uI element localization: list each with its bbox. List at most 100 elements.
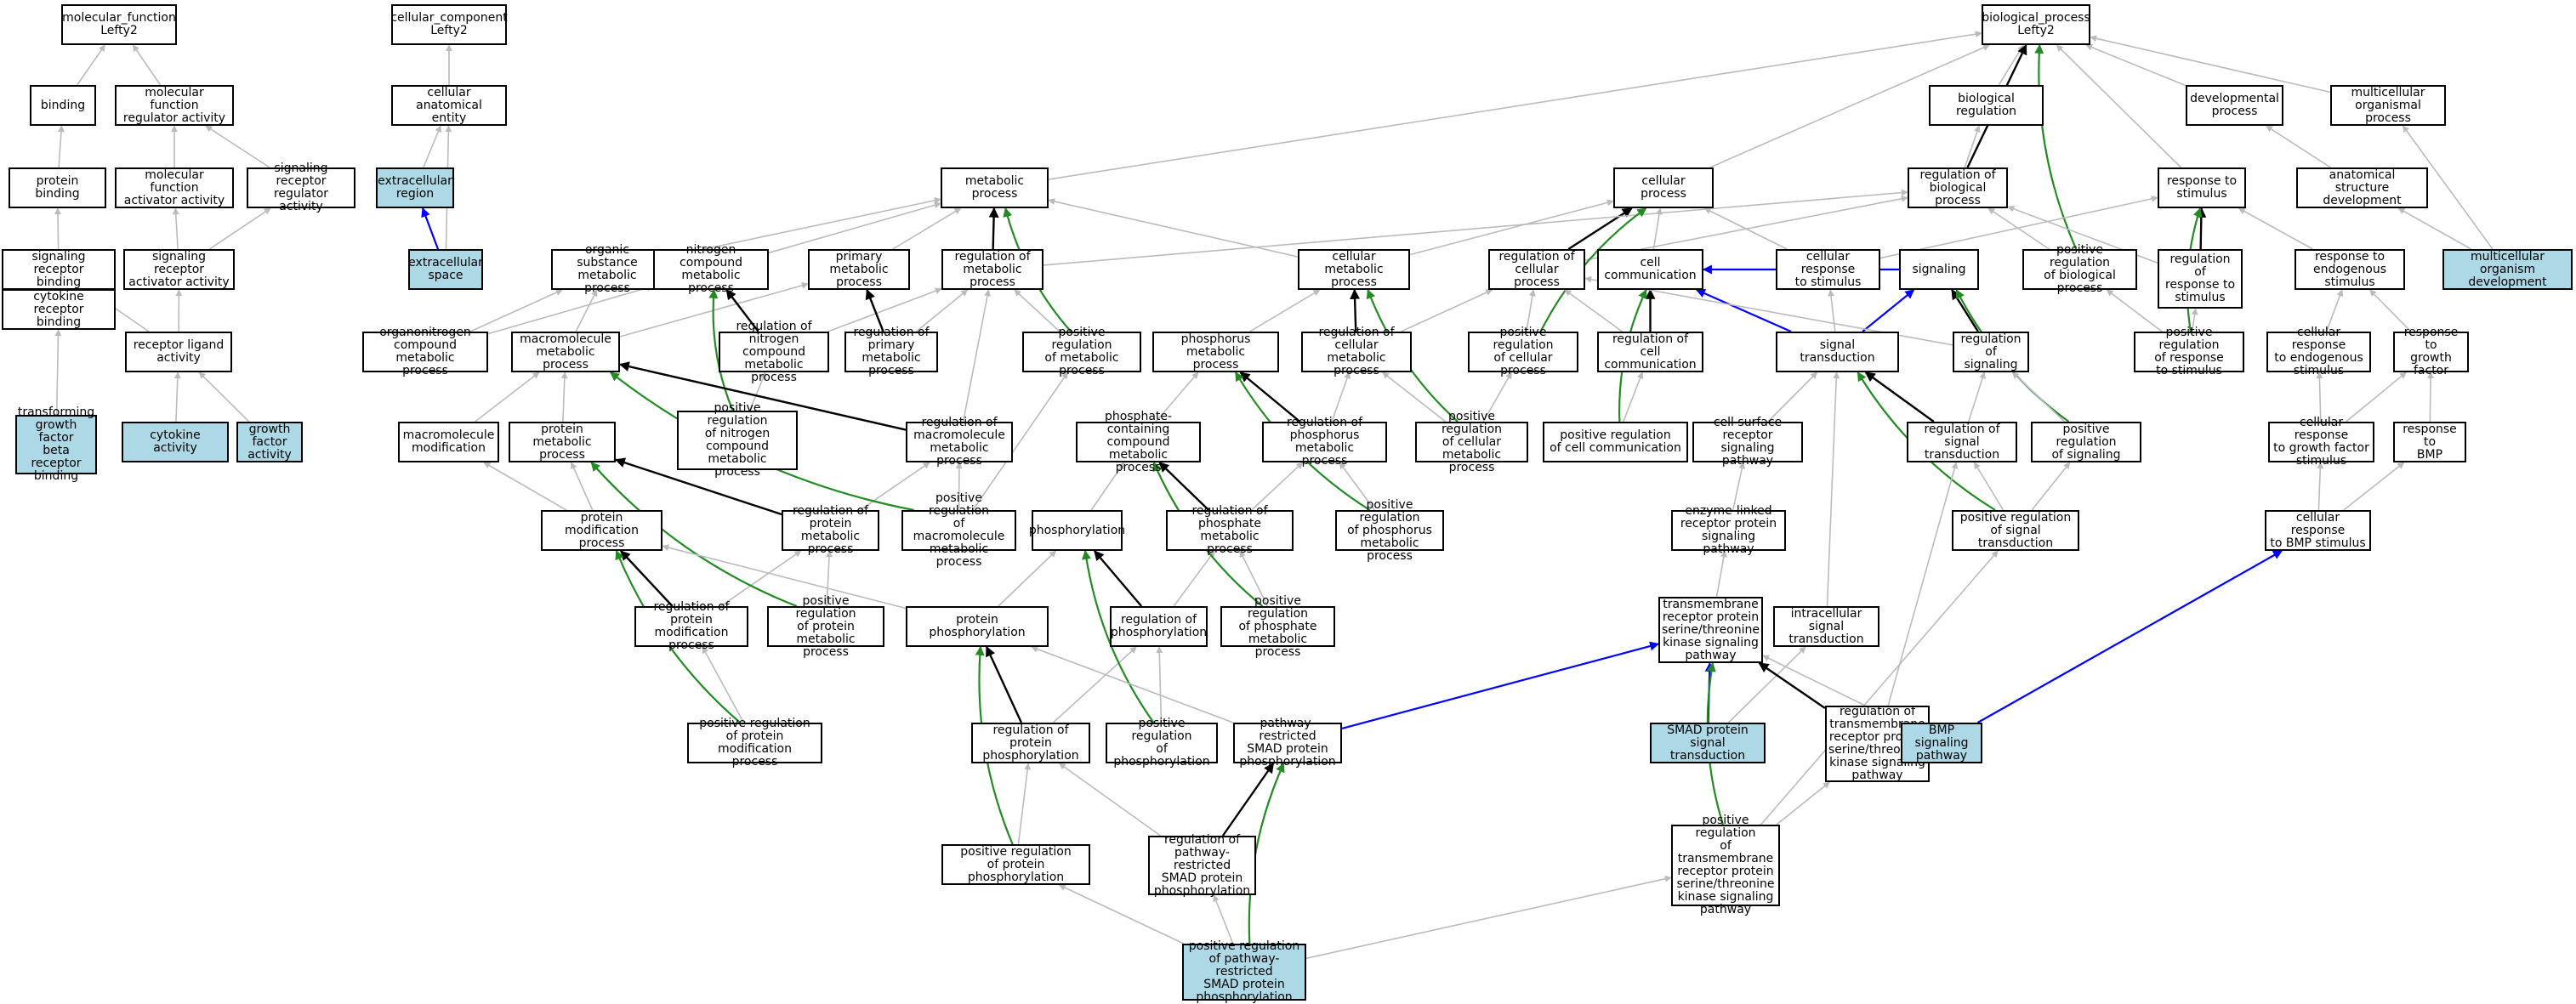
edge-oncmp-to-osmp (469, 289, 563, 332)
go-term-posregtm: positive regulation of transmembrane rec… (1671, 814, 1780, 916)
go-term-regcmp: regulation of cellular metabolic process (1301, 326, 1412, 377)
edge-posregphos-to-phos (1082, 549, 1155, 723)
edge-crgf-to-rgf (2346, 372, 2407, 423)
edge-regmmp-to-regmp (962, 289, 991, 423)
edge-cmp-to-metab (1048, 198, 1299, 258)
edge-srb-to-protbind (54, 207, 61, 250)
go-term-ecs: extracellular space (408, 249, 483, 290)
go-term-regcc: regulation of cell communication (1597, 332, 1703, 372)
edge-posregprsmad-to-regprsmad (1213, 894, 1234, 944)
edge-posregrs-to-regrs (2191, 308, 2198, 332)
edge-regphos-to-regphosmp (1173, 550, 1215, 607)
edge-regphmp-to-regcmp (1331, 372, 1351, 423)
go-term-ecr: extracellular region (376, 167, 454, 208)
go-term-crgf: cellular response to growth factor stimu… (2268, 417, 2374, 468)
edge-asd-to-devp (2265, 125, 2331, 168)
edge-posregmmp-to-posregmp (972, 372, 1069, 511)
go-term-protphos: protein phosphorylation (906, 606, 1049, 647)
edge-crres-to-res (2325, 289, 2344, 332)
edge-protbind-to-binding (57, 125, 65, 168)
edge-crbmp-to-rbmp (2343, 462, 2405, 511)
edge-cellp-to-bp (1709, 44, 1990, 168)
edge-phos-to-pccmp (1090, 462, 1125, 511)
go-term-posregcc: positive regulation of cell communicatio… (1543, 422, 1688, 462)
edge-regst-to-regsig (1967, 372, 1986, 423)
edge-posregprsmad-to-posregtm (1305, 875, 1672, 960)
edge-regpmp-to-pmp (865, 288, 884, 332)
edge-gfa-to-rla (198, 372, 250, 423)
edge-prsmad-to-protphos (1031, 645, 1234, 723)
go-term-csrsp: cell surface receptor signaling pathway (1692, 417, 1803, 468)
edge-protphos-to-phos (998, 550, 1057, 607)
go-term-mop: multicellular organismal process (2330, 85, 2446, 126)
go-term-regmmp: regulation of macromolecule metabolic pr… (906, 417, 1013, 468)
go-term-cellp: cellular process (1613, 167, 1714, 208)
edge-regprotmp-to-regmmp (860, 462, 930, 511)
go-term-rla: receptor ligand activity (125, 332, 232, 372)
edge-ecs-to-ecr (421, 207, 440, 250)
edge-tgfb-to-crb (54, 329, 62, 416)
edge-regtm-to-tmrsp (1758, 662, 1826, 709)
edge-posregcmp-to-regcmp (1382, 372, 1447, 423)
go-term-regbio: regulation of biological process (1908, 167, 2008, 208)
go-term-prsmad: pathway-restricted SMAD protein phosphor… (1233, 718, 1342, 769)
edge-regcmp-to-regcp (1401, 289, 1493, 332)
edge-bioreg-to-bp (1998, 44, 2024, 86)
edge-protmp-to-mmp (560, 372, 568, 423)
go-term-protbind: protein binding (9, 167, 106, 208)
go-term-signaling: signaling (1899, 249, 1979, 290)
go-term-rbmp: response to BMP (2393, 422, 2466, 462)
edge-posregprsmad-to-posregprotphos (1058, 884, 1185, 944)
go-term-cae: cellular anatomical entity (391, 85, 507, 126)
go-term-crs: cellular response to stimulus (1776, 249, 1880, 290)
go-term-tmrsp: transmembrane receptor protein serine/th… (1658, 597, 1763, 663)
go-term-regst: regulation of signal transduction (1907, 422, 2017, 462)
go-term-posregsig: positive regulation of signaling (2031, 422, 2141, 462)
edge-regsig-to-signaling (1951, 288, 1979, 332)
edge-mod-to-asd (2397, 207, 2472, 250)
edge-posregcp-to-cellp (1539, 207, 1647, 332)
go-term-crbmp: cellular response to BMP stimulus (2265, 510, 2371, 551)
go-term-mfaa: molecular function activator activity (115, 167, 234, 208)
edge-regncmp-to-regmp (827, 287, 942, 332)
edge-pccmp-to-phmp (1155, 372, 1199, 423)
edge-regmp-to-regbio (1043, 189, 1908, 266)
edge-regncmp-to-ncmp (725, 289, 759, 332)
edge-posregsig-to-regsig (2011, 372, 2066, 423)
edge-posregprotmp-to-protmp (590, 462, 798, 608)
edge-ncmp-to-metab (768, 201, 941, 254)
edge-posregprotmp-to-regprotmp (825, 550, 833, 607)
go-term-posregst: positive regulation of signal transducti… (1952, 510, 2079, 551)
go-term-cc: cellular_component Lefty2 (390, 4, 508, 45)
go-term-regcp: regulation of cellular process (1488, 249, 1585, 290)
edge-rbmp-to-rgf (2427, 372, 2435, 423)
edge-mfra-to-mf (132, 44, 162, 86)
go-term-pmp: primary metabolic process (808, 249, 910, 290)
go-term-posregmp: positive regulation of metabolic process (1022, 326, 1141, 377)
edge-rgf-to-res (2369, 289, 2412, 332)
edge-regphmp-to-phmp (1239, 372, 1301, 423)
edge-regtm-to-regst (1887, 462, 1959, 706)
go-term-mod: multicellular organism development (2442, 249, 2573, 290)
go-term-devp: developmental process (2186, 85, 2283, 126)
go-term-cmp: cellular metabolic process (1298, 249, 1410, 290)
edge-res-to-resp (2238, 207, 2313, 250)
edge-regpmp-to-regmp (915, 289, 969, 332)
edge-posregbp-to-regbio (1987, 207, 2050, 250)
go-term-ncmp: nitrogen compound metabolic process (653, 244, 769, 295)
go-term-res: response to endogenous stimulus (2295, 249, 2405, 290)
go-term-resp: response to stimulus (2158, 167, 2246, 208)
edge-regpmodp-to-regprotmp (720, 550, 802, 607)
go-term-mfra: molecular function regulator activity (115, 85, 234, 126)
edge-csrsp-to-st (1767, 372, 1818, 423)
go-term-bmpsp: BMP signaling pathway (1901, 723, 1982, 763)
go-term-pmodp: protein modification process (541, 510, 662, 551)
edge-crs-to-cellp (1703, 207, 1788, 250)
edge-st-to-cellcomm (1695, 288, 1792, 333)
go-term-posregprsmad: positive regulation of pathway-restricte… (1182, 940, 1306, 1004)
edge-posregcp-to-regcp (1526, 289, 1536, 332)
go-term-regncmp: regulation of nitrogen compound metaboli… (719, 320, 829, 383)
go-term-regpmodp: regulation of protein modification proce… (634, 601, 748, 652)
